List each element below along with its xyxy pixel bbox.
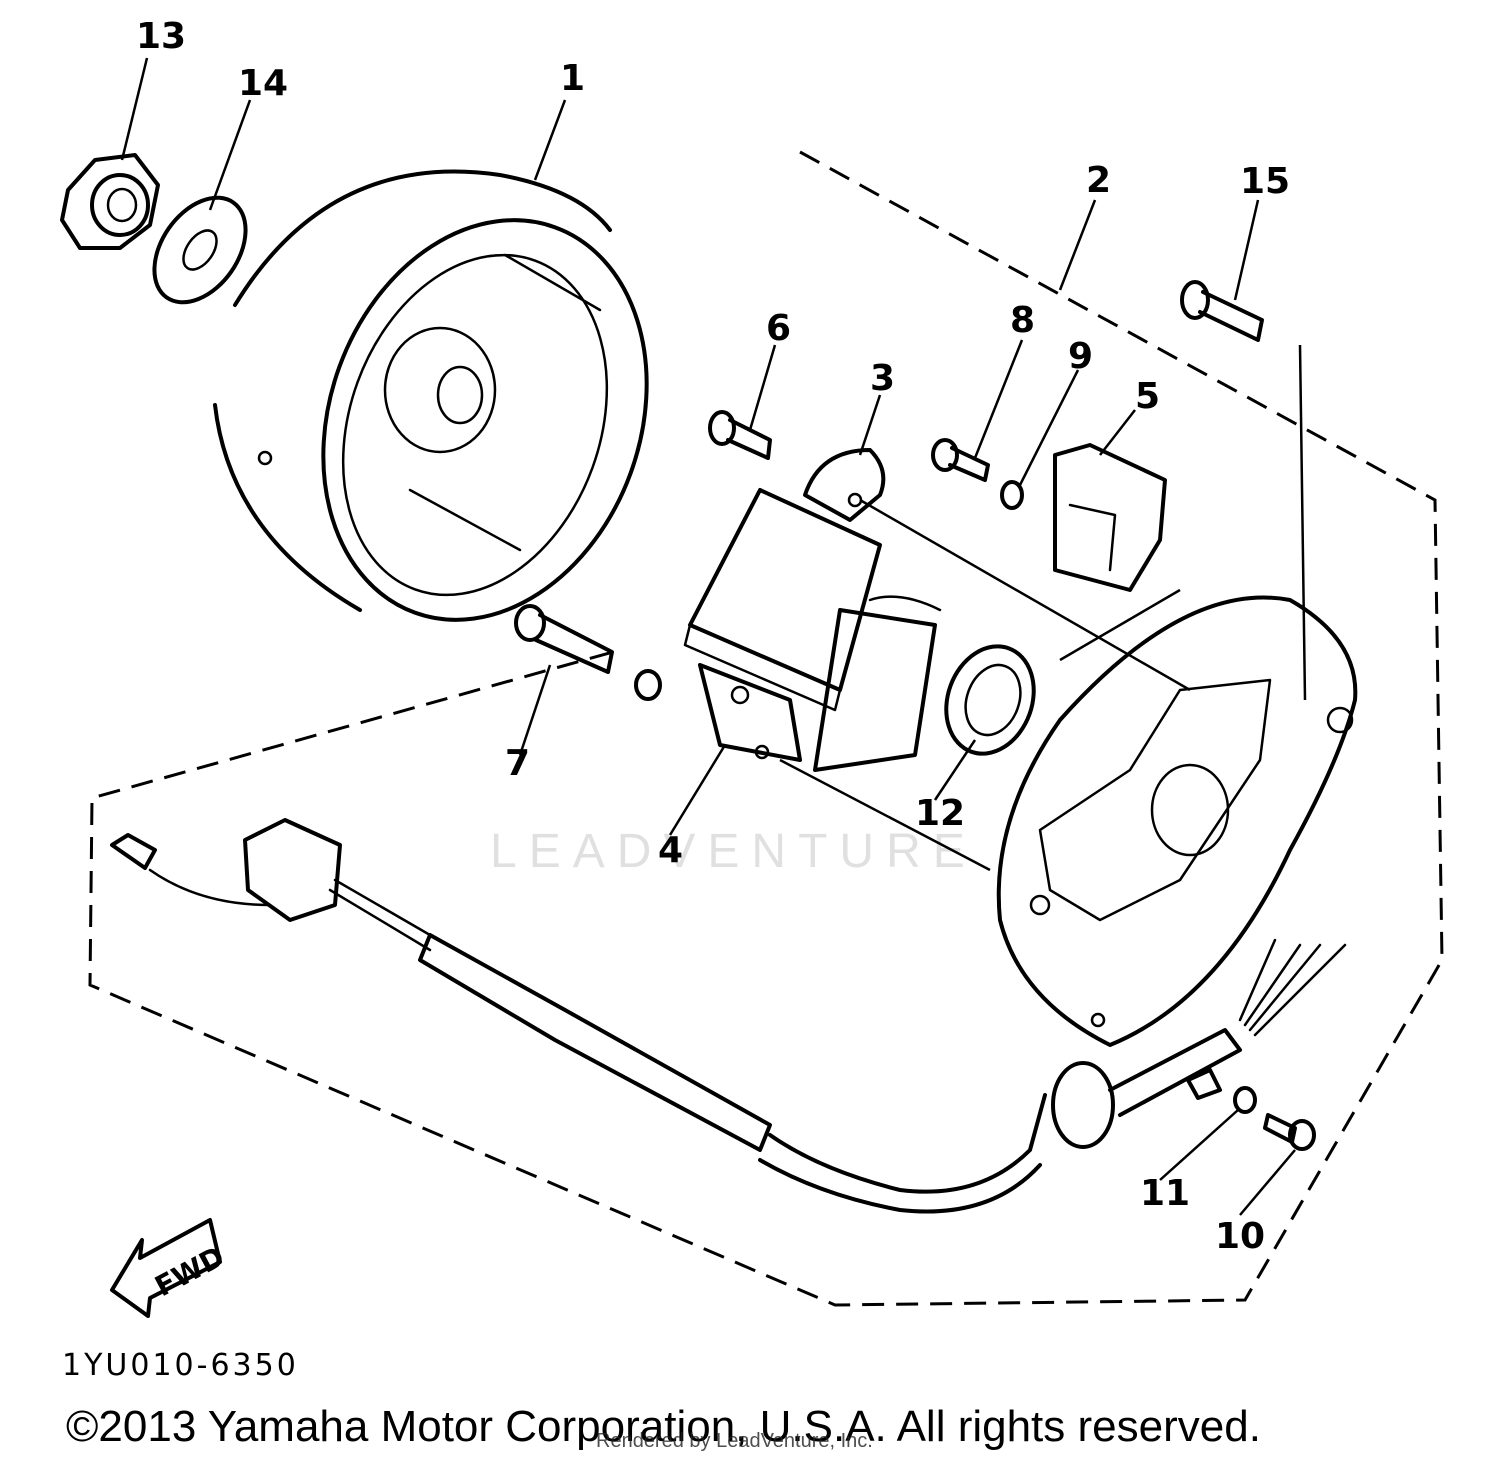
charge-coil-part (698, 595, 942, 772)
clamp-part (634, 669, 662, 701)
flywheel-rotor-part (213, 169, 649, 622)
callout-13: 13 (136, 16, 186, 57)
screw-8-part (931, 438, 990, 482)
forward-arrow-icon: FWD (110, 1218, 230, 1318)
callout-15: 15 (1240, 161, 1290, 202)
screw-7-part (514, 604, 614, 674)
screw-6-part (708, 410, 772, 460)
callout-14: 14 (238, 63, 288, 104)
screw-15-part (1180, 280, 1264, 342)
callout-12: 12 (915, 793, 965, 834)
pulser-coil-part (683, 448, 886, 712)
callout-5: 5 (1135, 376, 1160, 417)
rendered-by-notice: Rendered by LeadVenture, Inc. (596, 1430, 873, 1452)
screw-10-part (1263, 1113, 1316, 1151)
callout-4: 4 (658, 830, 683, 871)
callout-1: 1 (560, 58, 585, 99)
callout-6: 6 (766, 308, 791, 349)
oil-seal-part (944, 644, 1036, 756)
washer-part (152, 195, 248, 305)
callout-9: 9 (1068, 336, 1093, 377)
leader-lines (120, 57, 1307, 1216)
drawing-code: 1YU010-6350 (62, 1348, 299, 1383)
washer-11-part (1233, 1086, 1257, 1114)
wiring-harness-part (110, 818, 1347, 1214)
callout-3: 3 (870, 358, 895, 399)
nut-part (60, 153, 160, 250)
callout-8: 8 (1010, 300, 1035, 341)
watermark: LEADVENTURE (490, 825, 977, 878)
callout-11: 11 (1140, 1173, 1190, 1214)
lighting-coil-part (1053, 443, 1167, 592)
fwd-label: FWD (150, 1240, 230, 1304)
copyright-notice: ©2013 Yamaha Motor Corporation, U.S.A. A… (66, 1402, 1261, 1451)
stator-base-plate-part (996, 595, 1358, 1047)
callout-10: 10 (1215, 1216, 1265, 1257)
callout-7: 7 (505, 743, 530, 784)
lock-washer-9-part (1000, 480, 1024, 510)
assembly-boundary (88, 150, 1444, 1307)
callout-2: 2 (1086, 160, 1111, 201)
